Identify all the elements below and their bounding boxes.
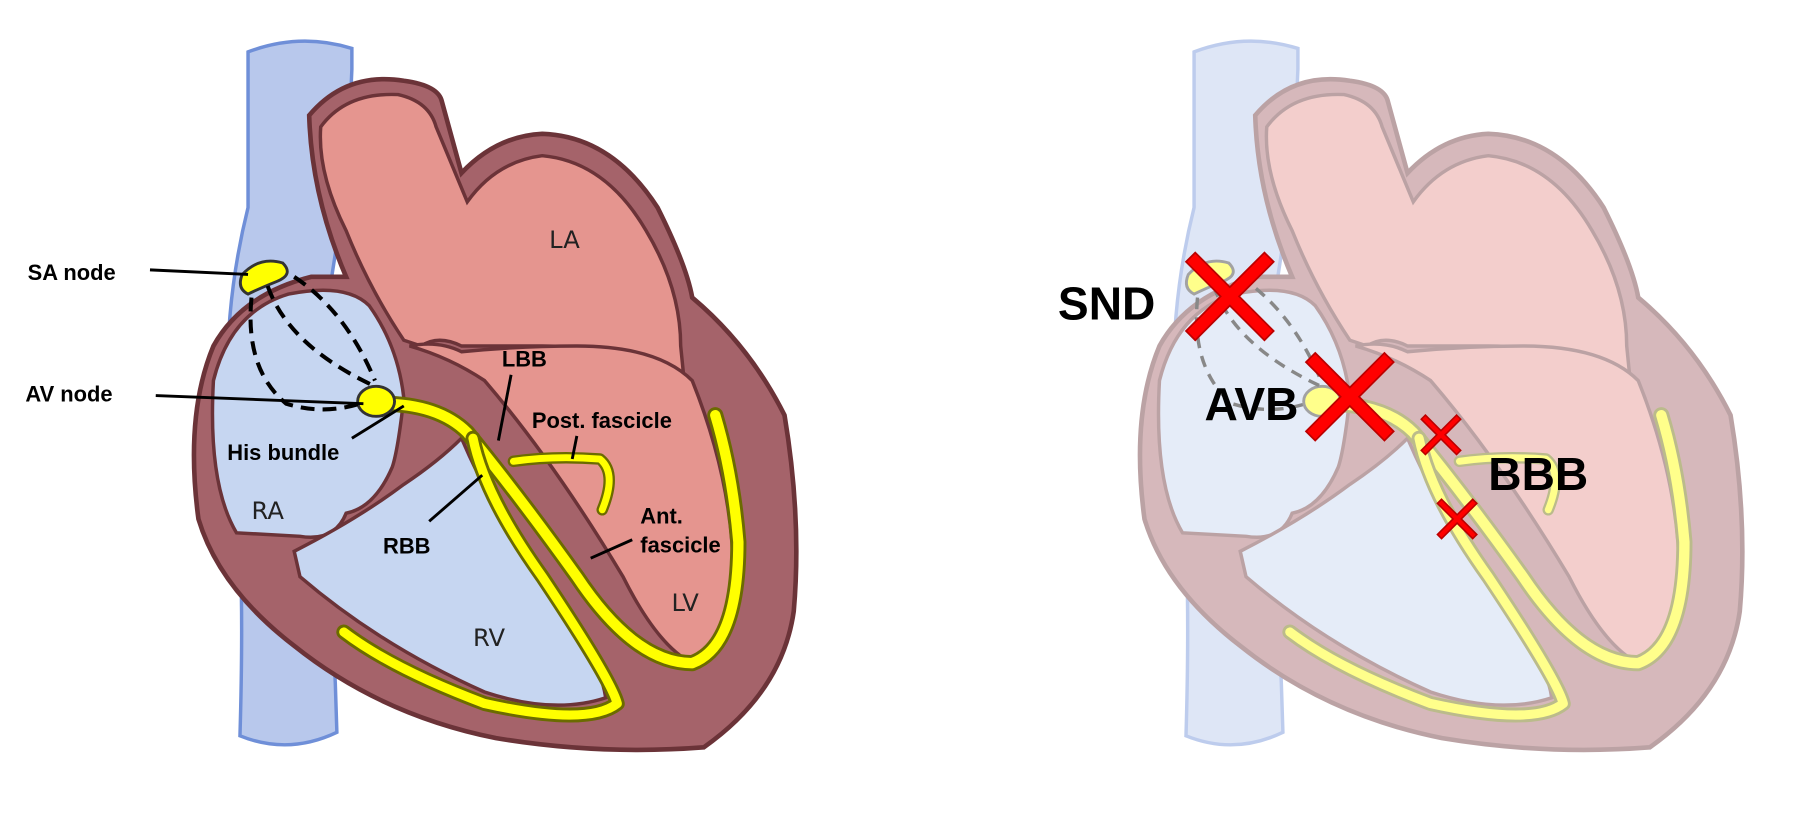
- avb-label: AVB: [1204, 378, 1298, 430]
- snd-label: SND: [1058, 277, 1155, 329]
- ant-fascicle-label-1: Ant.: [640, 504, 683, 529]
- leader-lines: [149, 268, 633, 560]
- ant-fascicle-label-2: fascicle: [640, 532, 720, 557]
- sa-node-label: SA node: [28, 260, 116, 285]
- right-panel: SND AVB BBB: [1058, 41, 1742, 750]
- bbb-label: BBB: [1488, 448, 1588, 500]
- lv-label: LV: [671, 589, 699, 617]
- lbb-label: LBB: [502, 347, 547, 372]
- x-mark-icon: [1184, 251, 1275, 342]
- block-mark-lbb: [1420, 413, 1462, 456]
- block-mark-av: [1304, 351, 1395, 442]
- av-node-label: AV node: [25, 381, 112, 406]
- left-panel: SA node AV node His bundle LBB RBB Post.…: [25, 41, 796, 750]
- post-fascicle-label: Post. fascicle: [532, 408, 672, 433]
- faded-internodal-pathways: [1194, 275, 1323, 412]
- his-bundle-label: His bundle: [227, 440, 339, 465]
- block-mark-sa: [1184, 251, 1275, 342]
- block-mark-rbb: [1436, 498, 1478, 540]
- rbb-label: RBB: [383, 534, 430, 559]
- x-mark-icon: [1304, 351, 1395, 442]
- la-label: LA: [549, 226, 580, 254]
- x-mark-icon: [1436, 498, 1478, 540]
- rv-label: RV: [473, 624, 506, 652]
- x-mark-icon: [1420, 413, 1462, 456]
- ra-label: RA: [252, 497, 285, 525]
